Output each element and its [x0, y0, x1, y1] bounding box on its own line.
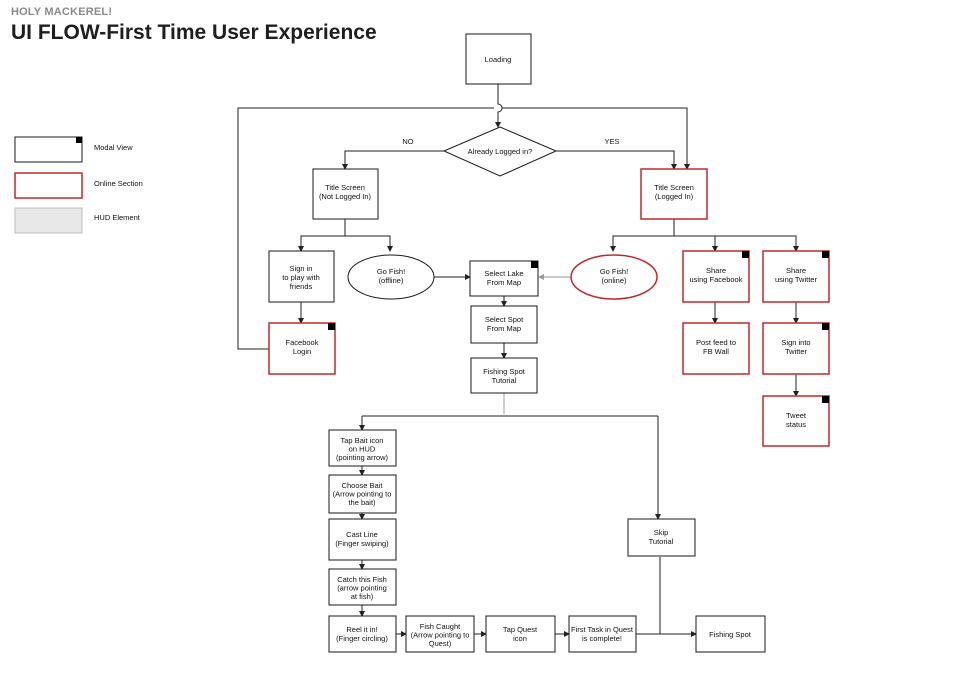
node-reel-it-in	[328, 615, 397, 653]
node-tap-quest-icon	[485, 615, 556, 653]
modal-corner-mark	[822, 396, 829, 403]
modal-corner-mark	[822, 323, 829, 330]
node-go-fish-offline	[347, 254, 435, 300]
node-skip-tutorial	[627, 518, 696, 557]
node-cast-line	[328, 518, 397, 561]
node-loading	[465, 33, 532, 85]
node-already-logged-in	[442, 126, 558, 177]
label-no: NO	[402, 137, 413, 146]
label-reel: Reel it in!(Finger circling)	[336, 625, 388, 643]
legend: Modal View Online Section HUD Element	[14, 136, 143, 234]
node-labels: Loading Already Logged in? NO YES Title …	[282, 55, 817, 648]
page-title: UI FLOW-First Time User Experience	[11, 21, 377, 44]
legend-modal-label: Modal View	[94, 143, 133, 152]
connectors	[237, 84, 799, 637]
brand-label: HOLY MACKEREL!	[11, 6, 113, 18]
label-loading: Loading	[485, 55, 512, 64]
node-title-screen-not-logged-in	[312, 168, 379, 220]
modal-corner-mark	[531, 261, 538, 268]
label-title-not-logged: Title Screen(Not Logged In)	[319, 183, 372, 201]
legend-online-swatch	[14, 172, 83, 199]
modal-corner-mark	[328, 323, 335, 330]
label-yes: YES	[604, 137, 619, 146]
label-fishing-spot: Fishing Spot	[709, 630, 752, 639]
node-post-fb-wall	[682, 322, 750, 375]
node-catch-fish	[328, 568, 397, 606]
modal-corner-mark	[76, 137, 82, 143]
node-sign-into-twitter	[762, 322, 830, 375]
legend-hud-swatch	[14, 207, 83, 234]
node-first-task	[568, 615, 637, 653]
label-title-logged: Title Screen(Logged In)	[654, 183, 694, 201]
node-select-spot	[470, 305, 538, 344]
node-select-lake	[469, 260, 539, 297]
node-go-fish-online	[570, 254, 658, 300]
legend-modal-swatch	[14, 136, 83, 163]
legend-hud-label: HUD Element	[94, 213, 141, 222]
label-cast-line: Cast Line(Finger swiping)	[335, 530, 389, 548]
modal-corner-mark	[742, 251, 749, 258]
node-fishing-spot-tutorial	[470, 357, 538, 394]
node-fishing-spot	[695, 615, 766, 653]
node-choose-bait	[328, 474, 397, 514]
node-fish-caught	[405, 615, 475, 653]
label-go-fish-offline: Go Fish!(offline)	[377, 267, 405, 285]
node-tweet-status	[762, 395, 830, 447]
node-tap-bait-icon	[328, 429, 397, 467]
legend-online-label: Online Section	[94, 179, 143, 188]
node-share-twitter	[762, 250, 830, 303]
node-facebook-login	[268, 322, 336, 375]
modal-corner-mark	[822, 251, 829, 258]
label-already-logged-in: Already Logged in?	[468, 147, 533, 156]
nodes	[268, 33, 830, 653]
node-sign-in	[268, 250, 335, 303]
node-title-screen-logged-in	[640, 168, 708, 220]
node-share-facebook	[682, 250, 750, 303]
label-go-fish-online: Go Fish!(online)	[600, 267, 628, 285]
